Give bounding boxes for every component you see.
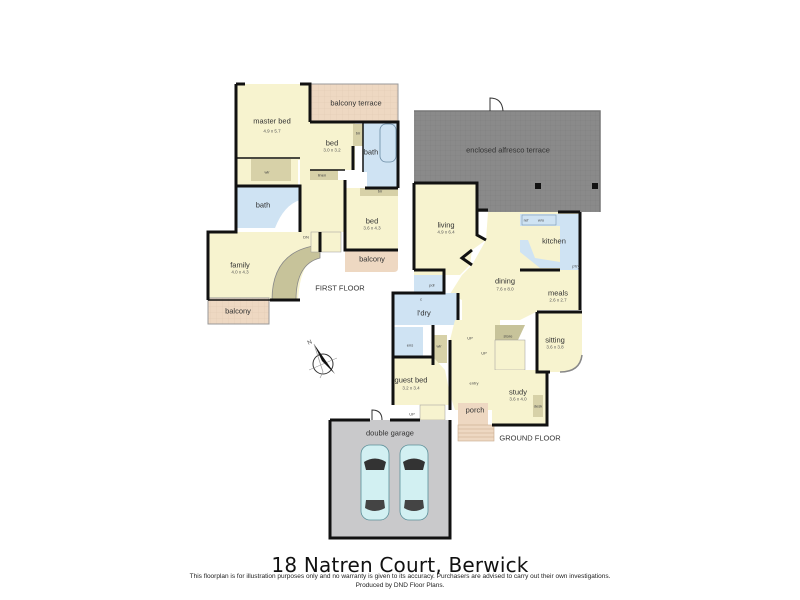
bed1-room (310, 122, 355, 170)
room-label-bed2: bed (365, 216, 379, 226)
label-c: c (420, 296, 422, 302)
room-label-garage: double garage (366, 428, 414, 438)
laundry-room (393, 293, 458, 325)
guest-bed-room (393, 357, 450, 405)
room-label-wir-ground: wir (436, 343, 442, 349)
double-garage (330, 420, 450, 538)
room-label-ens: ens (406, 342, 414, 348)
room-label-bath2: bath (255, 200, 271, 210)
room-label-balcony-terrace: balcony terrace (330, 98, 382, 108)
room-dims-dining: 7.6 x 8.0 (496, 286, 514, 292)
stair-label-dn: DN (303, 234, 309, 240)
bath1-room (363, 122, 398, 172)
room-label-store: store (503, 333, 513, 339)
room-dims-sitting: 3.6 x 3.8 (546, 344, 564, 350)
bed2-room (345, 188, 398, 250)
room-label-alfresco: enclosed alfresco terrace (466, 145, 550, 155)
room-label-pantry: p'try (572, 263, 580, 269)
room-label-balcony2: balcony (359, 254, 385, 264)
room-label-bed1: bed (325, 138, 339, 148)
property-title: 18 Natren Court, Berwick (271, 553, 529, 577)
master-bed-room (236, 84, 310, 160)
room-label-master-bed: master bed (253, 116, 291, 126)
stair-label-up2: UP (481, 350, 487, 356)
room-label-kitchen: kitchen (542, 236, 566, 246)
room-label-study: study (509, 387, 527, 397)
balcony2 (345, 250, 398, 272)
porch (458, 403, 488, 425)
dining-room (450, 212, 580, 320)
floor-label-ground: GROUND FLOOR (499, 433, 561, 443)
room-label-dining: dining (494, 276, 516, 286)
room-label-balcony1: balcony (225, 306, 251, 316)
stair-label-up1: UP (467, 335, 473, 341)
room-dims-family: 4.0 x 4.3 (231, 269, 249, 275)
room-label-bath1: bath (363, 147, 379, 157)
ensuite (393, 327, 423, 357)
car-icon (360, 444, 390, 521)
label-wo: w/o (537, 217, 545, 223)
room-dims-living: 4.9 x 6.4 (437, 229, 455, 235)
label-desk: desk (533, 403, 543, 409)
disclaimer: This floorplan is for illustration purpo… (0, 573, 800, 590)
room-dims-master-bed: 4.9 x 5.7 (263, 128, 281, 134)
car-icon (399, 444, 429, 521)
stair-label-up3: UP (409, 411, 415, 417)
room-dims-bed1: 3.0 x 3.2 (323, 147, 341, 153)
kitchen-bench (520, 214, 580, 270)
room-label-bir1: bir (355, 130, 361, 136)
room-label-wir: wir (264, 169, 270, 175)
floor-label-first: FIRST FLOOR (315, 283, 365, 293)
room-label-family: family (230, 260, 250, 270)
room-label-entry: entry (469, 380, 479, 386)
room-label-pdr: pdr (429, 282, 435, 288)
master-bath (236, 186, 300, 228)
disclaimer-line1: This floorplan is for illustration purpo… (189, 573, 611, 580)
room-label-guest-bed: guest bed (394, 375, 428, 385)
room-dims-meals: 2.6 x 2.7 (549, 297, 567, 303)
room-label-meals: meals (547, 288, 569, 298)
store (495, 325, 525, 344)
ground-floor (328, 97, 601, 540)
room-label-living: living (437, 220, 455, 230)
room-label-porch: porch (465, 405, 485, 415)
sitting-room (537, 312, 582, 372)
room-label-sitting: sitting (545, 335, 565, 345)
compass-north-label: N (306, 339, 314, 347)
first-floor (206, 82, 400, 325)
disclaimer-line2: Produced by DND Floor Plans. (355, 581, 445, 589)
room-label-linen: linen (317, 172, 327, 178)
room-dims-guest-bed: 3.2 x 3.4 (402, 385, 420, 391)
room-dims-bed2: 3.6 x 4.3 (363, 225, 381, 231)
room-dims-study: 3.6 x 4.0 (509, 396, 527, 402)
compass-icon (308, 343, 338, 379)
room-label-laundry: l'dry (417, 308, 431, 318)
wir-closet (251, 159, 291, 181)
label-ref: ref (523, 217, 529, 223)
room-label-bir2: bir (377, 188, 383, 194)
